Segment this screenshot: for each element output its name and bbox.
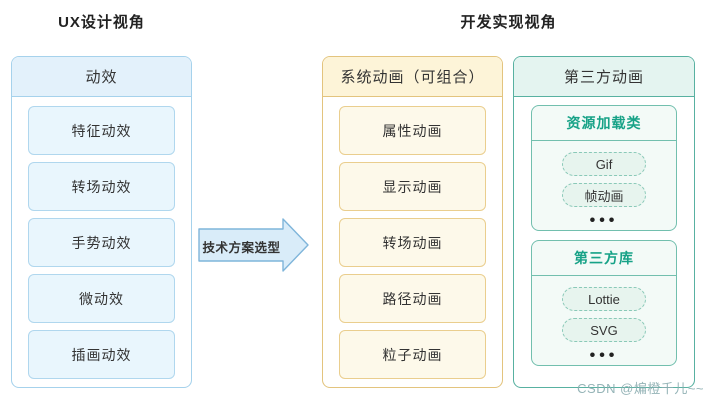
resource-loading-group-title: 资源加载类 xyxy=(532,106,676,141)
system-item: 属性动画 xyxy=(339,106,486,155)
ux-item: 微动效 xyxy=(28,274,175,323)
animation-pill: SVG xyxy=(562,318,646,342)
thirdparty-library-pills: Lottie SVG xyxy=(532,276,676,347)
animation-pill: 帧动画 xyxy=(562,183,646,207)
ux-box-header: 动效 xyxy=(12,57,191,97)
more-dots: ••• xyxy=(589,347,619,364)
right-arrow-icon xyxy=(198,218,309,272)
ux-item: 转场动效 xyxy=(28,162,175,211)
ux-motion-box: 动效 特征动效 转场动效 手势动效 微动效 插画动效 xyxy=(11,56,192,388)
dev-perspective-title: 开发实现视角 xyxy=(460,14,557,31)
resource-loading-group: 资源加载类 Gif 帧动画 ••• xyxy=(531,105,677,231)
csdn-watermark: CSDN @煸橙千儿~~ xyxy=(577,381,704,396)
more-dots: ••• xyxy=(589,212,619,229)
system-item: 显示动画 xyxy=(339,162,486,211)
system-box-header: 系统动画（可组合） xyxy=(323,57,502,97)
animation-pill: Gif xyxy=(562,152,646,176)
system-item: 路径动画 xyxy=(339,274,486,323)
arrow-label: 技术方案选型 xyxy=(202,241,281,255)
animation-pill: Lottie xyxy=(562,287,646,311)
thirdparty-box-body: 资源加载类 Gif 帧动画 ••• 第三方库 Lottie xyxy=(514,97,694,374)
ux-items-list: 特征动效 转场动效 手势动效 微动效 插画动效 xyxy=(12,97,191,389)
ux-item: 手势动效 xyxy=(28,218,175,267)
ux-item: 插画动效 xyxy=(28,330,175,379)
thirdparty-box-header: 第三方动画 xyxy=(514,57,694,97)
system-items-list: 属性动画 显示动画 转场动画 路径动画 粒子动画 xyxy=(323,97,502,389)
resource-loading-pills: Gif 帧动画 xyxy=(532,141,676,212)
system-item: 粒子动画 xyxy=(339,330,486,379)
ux-item: 特征动效 xyxy=(28,106,175,155)
thirdparty-library-group: 第三方库 Lottie SVG ••• xyxy=(531,240,677,366)
ux-perspective-title: UX设计视角 xyxy=(58,14,145,31)
thirdparty-library-group-title: 第三方库 xyxy=(532,241,676,276)
thirdparty-animation-box: 第三方动画 资源加载类 Gif 帧动画 ••• 第三方库 Lot xyxy=(513,56,695,388)
system-animation-box: 系统动画（可组合） 属性动画 显示动画 转场动画 路径动画 粒子动画 xyxy=(322,56,503,388)
system-item: 转场动画 xyxy=(339,218,486,267)
